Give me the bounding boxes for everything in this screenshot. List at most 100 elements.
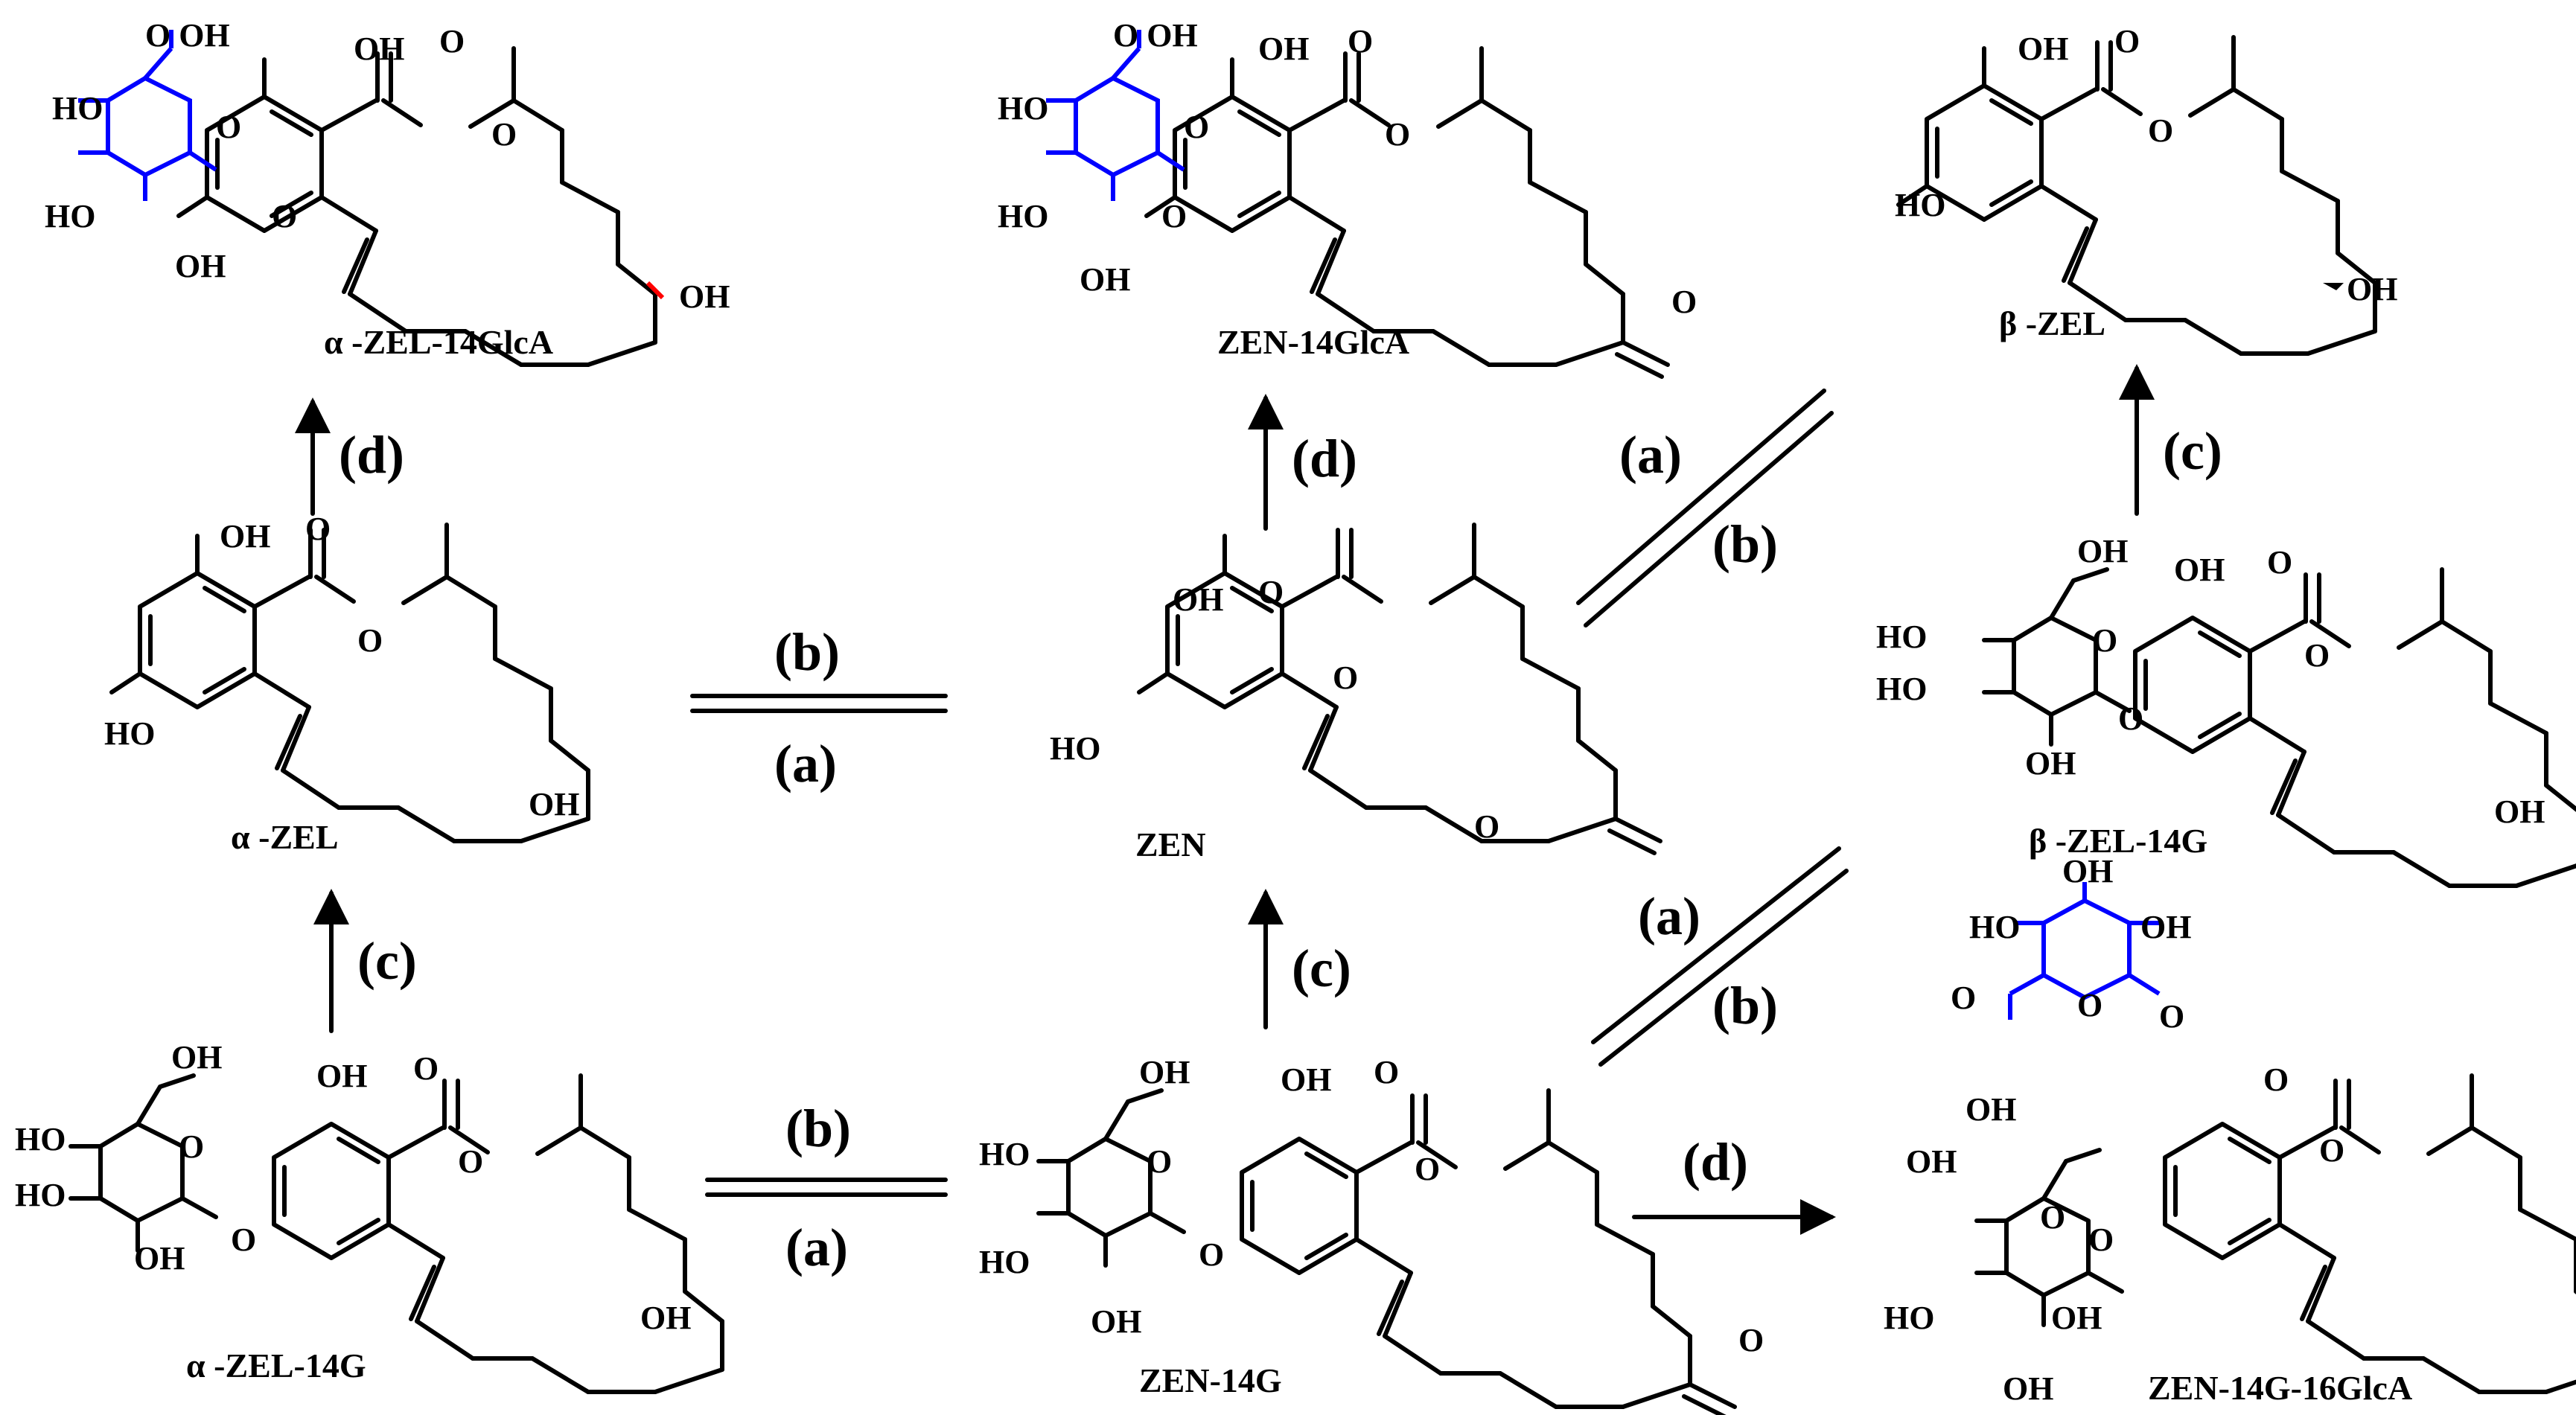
oh-label: OH <box>134 1240 185 1277</box>
phenol-oh-label: OH <box>1258 31 1309 67</box>
glca-ring-o-label: O <box>2077 987 2102 1023</box>
arrow-d-top-left: (d) <box>295 397 404 516</box>
carbonyl-o-label: O <box>2267 544 2292 581</box>
equilibrium-mid: (b) (a) <box>690 622 948 793</box>
arrow-d-top-mid: (d) <box>1248 394 1357 531</box>
lactone-o-label: O <box>357 622 383 659</box>
glca-oh-label: OH <box>2140 909 2191 945</box>
hydroxyl-label: OH <box>529 786 579 823</box>
lactone-o-label: O <box>491 116 517 153</box>
ho-label: HO <box>1876 671 1927 707</box>
compound-caption: ZEN-14G-16GlcA <box>2148 1369 2412 1407</box>
ketone-o-label: O <box>1738 1322 1764 1358</box>
lactone-o-label: O <box>1415 1151 1440 1187</box>
ho-label: HO <box>998 90 1048 127</box>
carbonyl-o-label: O <box>413 1050 439 1087</box>
phenol-oh-label: OH <box>1173 581 1223 618</box>
ho-label: HO <box>104 715 155 752</box>
glca-ho-label: HO <box>1969 909 2020 945</box>
compound-caption: α -ZEL-14GlcA <box>324 323 553 361</box>
lactone-o-label: O <box>2304 637 2330 674</box>
carbonyl-o-label: O <box>305 511 331 547</box>
phenol-oh-label: OH <box>354 31 404 67</box>
equilibrium-diag-bottom: (a) (b) <box>1591 849 1849 1064</box>
ch2oh-label: OH <box>171 1039 222 1076</box>
ho-label: HO <box>998 198 1048 234</box>
oh-label: OH <box>175 248 226 284</box>
reaction-label: (a) <box>774 734 837 793</box>
ho-label: HO <box>979 1244 1030 1280</box>
carbonyl-o-label: O <box>1258 574 1284 610</box>
reaction-label: (c) <box>2163 421 2222 481</box>
compound-zen: OH O O HO O ZEN <box>1050 525 1660 863</box>
reaction-label: (d) <box>1683 1132 1748 1192</box>
glca-link-o-label: O <box>2159 998 2184 1035</box>
link-o-label: O <box>2118 700 2143 737</box>
reaction-label: (a) <box>1638 887 1700 946</box>
compound-caption: β -ZEL <box>1999 304 2105 342</box>
ch2oh-label: OH <box>2077 533 2128 569</box>
carbonyl-o-label: O <box>2263 1061 2289 1098</box>
compound-caption: ZEN <box>1135 825 1206 863</box>
glca-cooh-label: OH <box>1966 1091 2016 1128</box>
oh-label: OH <box>2025 745 2076 782</box>
compound-zen-14g: OH HO HO OH O O OH O O O ZEN-14G <box>979 1054 1764 1415</box>
reaction-label: (b) <box>785 1099 851 1158</box>
reaction-label: (b) <box>1712 976 1778 1035</box>
ho-label: HO <box>1876 619 1927 655</box>
reaction-label: (a) <box>1619 425 1682 485</box>
compound-caption: α -ZEL-14G <box>186 1347 366 1384</box>
hydroxyl-label: OH <box>2494 793 2545 830</box>
g-ring-o-label: O <box>2040 1199 2065 1236</box>
lactone-o-label: O <box>1333 659 1358 696</box>
cooh-label: O OH <box>145 17 230 54</box>
ring-o-label: O <box>1147 1143 1172 1180</box>
hydroxyl-label: OH <box>2347 271 2397 307</box>
lactone-o-label: O <box>2148 112 2173 149</box>
arrow-c-top-right: (c) <box>2119 364 2222 516</box>
g-link-o-label: O <box>2088 1221 2114 1258</box>
lactone-o-label: O <box>458 1143 483 1180</box>
reaction-label: (b) <box>1712 514 1778 574</box>
carbonyl-o-label: O <box>439 23 465 60</box>
phenol-oh-label: OH <box>2018 31 2068 67</box>
oh-label: OH <box>1091 1303 1141 1340</box>
ho-label: HO <box>979 1136 1030 1172</box>
lactone-o-label: O <box>2319 1132 2344 1169</box>
reaction-label: (d) <box>1292 429 1357 488</box>
ho-label: HO <box>1884 1300 1934 1336</box>
link-o-label: O <box>1199 1236 1224 1273</box>
hydroxyl-label: OH <box>679 278 730 315</box>
ho-label: HO <box>52 90 103 127</box>
equilibrium-diag-top: (a) (b) <box>1576 391 1834 625</box>
carbonyl-o-label: O <box>1348 23 1373 60</box>
ring-o-label: O <box>216 109 241 145</box>
glca-oh-label: OH <box>2062 853 2113 889</box>
link-o-label: O <box>1161 198 1187 234</box>
phenol-oh-label: OH <box>316 1058 367 1094</box>
reaction-label: (b) <box>774 622 840 682</box>
reaction-label: (c) <box>1292 939 1351 998</box>
compound-a-zel: OH O O HO OH α -ZEL <box>104 511 588 856</box>
compound-caption: ZEN-14G <box>1139 1361 1282 1399</box>
carbonyl-o-label: O <box>2114 23 2140 60</box>
ring-o-label: O <box>2092 622 2117 659</box>
arrow-c-mid: (c) <box>1248 889 1351 1029</box>
carbonyl-o-label: O <box>1374 1054 1399 1090</box>
glca-carbonyl-o-label: O <box>1951 980 1976 1016</box>
compound-caption: β -ZEL-14G <box>2029 822 2207 860</box>
ketone-o-label: O <box>1474 808 1499 845</box>
hydroxyl-label: OH <box>640 1300 691 1336</box>
reaction-label: (a) <box>785 1218 848 1277</box>
lactone-o-label: O <box>1385 116 1410 153</box>
cooh-label: O OH <box>1113 17 1198 54</box>
compound-b-zel-14g: OH HO HO OH O O OH O O OH β -ZEL-14G <box>1876 533 2576 886</box>
ho-label: HO <box>1895 187 1945 223</box>
reaction-label: (c) <box>357 931 417 991</box>
ho-label: HO <box>15 1121 66 1157</box>
reaction-label: (d) <box>339 425 404 485</box>
oh-label: OH <box>1080 261 1130 298</box>
ring-o-label: O <box>1184 109 1209 145</box>
ring-o-label: O <box>179 1128 204 1165</box>
